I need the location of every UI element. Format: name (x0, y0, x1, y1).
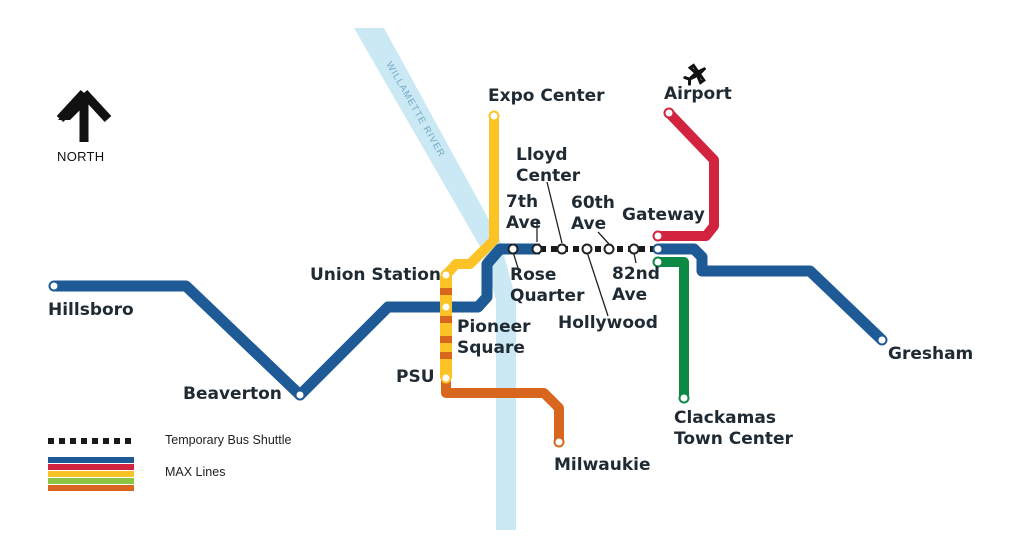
label-lloyd-center: Lloyd Center (516, 145, 581, 186)
north-label: NORTH (57, 149, 105, 164)
label-beaverton: Beaverton (183, 384, 282, 404)
legend-max-label: MAX Lines (165, 465, 226, 479)
label-gateway: Gateway (622, 205, 705, 225)
label-7th-ave: 7th Ave (506, 192, 542, 233)
green-line (658, 257, 689, 398)
station-hillsboro (48, 280, 60, 292)
station-pioneer-square (440, 301, 452, 313)
station-milwaukie (553, 436, 565, 448)
north-arrow-icon (56, 89, 112, 142)
station-beaverton (294, 389, 306, 401)
station-airport (663, 107, 675, 119)
label-psu: PSU (396, 367, 435, 387)
transit-mall-segment (440, 276, 452, 378)
red-line (658, 109, 719, 241)
label-rose-quarter: Rose Quarter (510, 265, 585, 306)
station-union-station (440, 269, 452, 281)
blue-line-east (658, 243, 886, 344)
label-union-station: Union Station (310, 265, 442, 285)
legend-shuttle-label: Temporary Bus Shuttle (165, 433, 292, 447)
station-gresham (876, 334, 888, 346)
label-hollywood: Hollywood (558, 313, 658, 333)
legend-max-swatch (48, 457, 134, 491)
station-rose-quarter (507, 243, 519, 255)
label-expo-center: Expo Center (488, 86, 605, 106)
airplane-icon (683, 63, 706, 86)
station-expo-center (488, 110, 500, 122)
label-60th-ave: 60th Ave (571, 193, 615, 234)
station-gateway (652, 243, 664, 255)
blue-line (54, 243, 540, 401)
river-label: WILLAMETTE RIVER (383, 60, 447, 159)
label-milwaukie: Milwaukie (554, 455, 651, 475)
station-markers (48, 107, 888, 448)
label-gresham: Gresham (888, 344, 974, 364)
station-7th-ave (531, 243, 543, 255)
label-airport: Airport (664, 84, 732, 104)
callout-lines (512, 181, 637, 317)
label-hillsboro: Hillsboro (48, 300, 134, 320)
station-lloyd-center (556, 243, 568, 255)
station-82nd-ave (628, 243, 640, 255)
willamette-river (354, 28, 516, 530)
label-pioneer-square: Pioneer Square (457, 317, 531, 358)
station-psu (440, 372, 452, 384)
station-gateway-red (652, 230, 664, 242)
label-clackamas: Clackamas Town Center (674, 408, 793, 449)
station-hollywood (581, 243, 593, 255)
station-clackamas (678, 392, 690, 404)
label-82nd-ave: 82nd Ave (612, 264, 660, 305)
orange-line (441, 378, 564, 442)
station-gateway-green (652, 256, 664, 268)
station-60th-ave (603, 243, 615, 255)
